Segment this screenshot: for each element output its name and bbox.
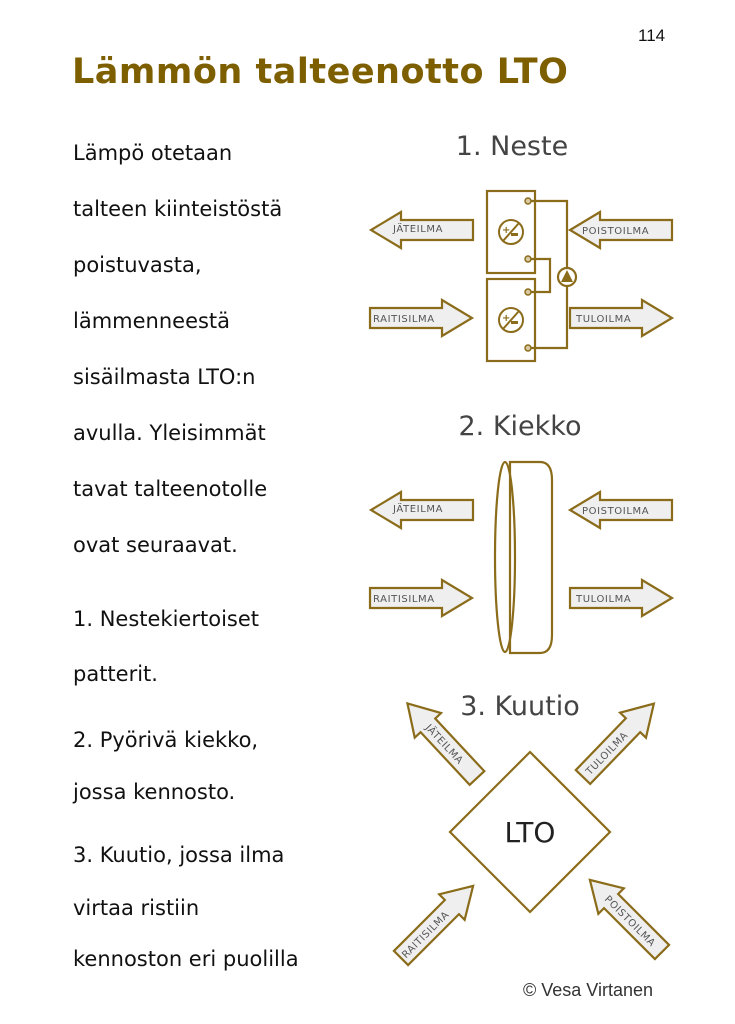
coil-bottom xyxy=(485,277,537,363)
list-line: jossa kennosto. xyxy=(73,780,236,804)
heat-exchange-icon: + xyxy=(498,307,524,333)
body-line: poistuvasta, xyxy=(73,253,202,277)
label-poistoilma: POISTOILMA xyxy=(602,894,657,949)
svg-text:+: + xyxy=(502,313,510,324)
label-tuloilma: TULOILMA xyxy=(575,594,631,605)
list-line: patterit. xyxy=(73,662,158,686)
lto-cube xyxy=(448,750,612,914)
label-poistoilma: POISTOILMA xyxy=(582,226,649,237)
body-line: tavat talteenotolle xyxy=(73,477,268,501)
arrow-poistoilma: POISTOILMA xyxy=(576,866,676,966)
arrow-raitisilma: RAITISILMA xyxy=(387,872,487,972)
label-jateilma: JÄTEILMA xyxy=(392,222,443,235)
label-raitisilma: RAITISILMA xyxy=(400,909,451,960)
label-tuloilma: TULOILMA xyxy=(575,314,631,325)
arrow-tuloilma: TULOILMA xyxy=(568,690,668,791)
neste-heading: 1. Neste xyxy=(456,131,568,162)
list-line: 2. Pyörivä kiekko, xyxy=(73,728,259,752)
label-jateilma: JÄTEILMA xyxy=(392,502,443,515)
coil-top xyxy=(485,189,537,275)
body-line: Lämpö otetaan xyxy=(73,141,233,165)
page-title: Lämmön talteenotto LTO xyxy=(72,52,569,92)
body-line: talteen kiinteistöstä xyxy=(73,197,283,221)
page-number: 114 xyxy=(638,26,666,45)
label-raitisilma: RAITISILMA xyxy=(373,314,435,325)
kuutio-diagram: 3. Kuutio LTO JÄTEILMA TULOILMA RAITISIL… xyxy=(387,690,676,972)
body-line: sisäilmasta LTO:n xyxy=(73,365,256,389)
label-raitisilma: RAITISILMA xyxy=(373,594,435,605)
label-poistoilma: POISTOILMA xyxy=(582,506,649,517)
svg-text:+: + xyxy=(502,225,510,236)
heat-exchange-icon: + xyxy=(498,219,524,245)
pump-icon xyxy=(556,266,578,288)
kuutio-heading: 3. Kuutio xyxy=(460,691,580,722)
list-line: 3. Kuutio, jossa ilma xyxy=(73,843,285,867)
list-line: virtaa ristiin xyxy=(73,896,200,920)
kiekko-diagram: 2. Kiekko JÄTEILMA POISTOILMA RAITISILMA… xyxy=(368,411,674,655)
lto-label: LTO xyxy=(505,816,556,849)
rotary-wheel xyxy=(508,460,554,655)
body-line: avulla. Yleisimmät xyxy=(73,421,266,445)
list-line: 1. Nestekiertoiset xyxy=(73,607,259,631)
neste-diagram: 1. Neste + + JÄTEILMA POISTOILMA RAITISI… xyxy=(368,131,674,363)
body-line: lämmenneestä xyxy=(73,309,231,333)
body-line: ovat seuraavat. xyxy=(73,533,238,557)
copyright-credit: © Vesa Virtanen xyxy=(523,980,654,1000)
list-line: kennoston eri puolilla xyxy=(73,947,299,971)
kiekko-heading: 2. Kiekko xyxy=(459,411,582,442)
